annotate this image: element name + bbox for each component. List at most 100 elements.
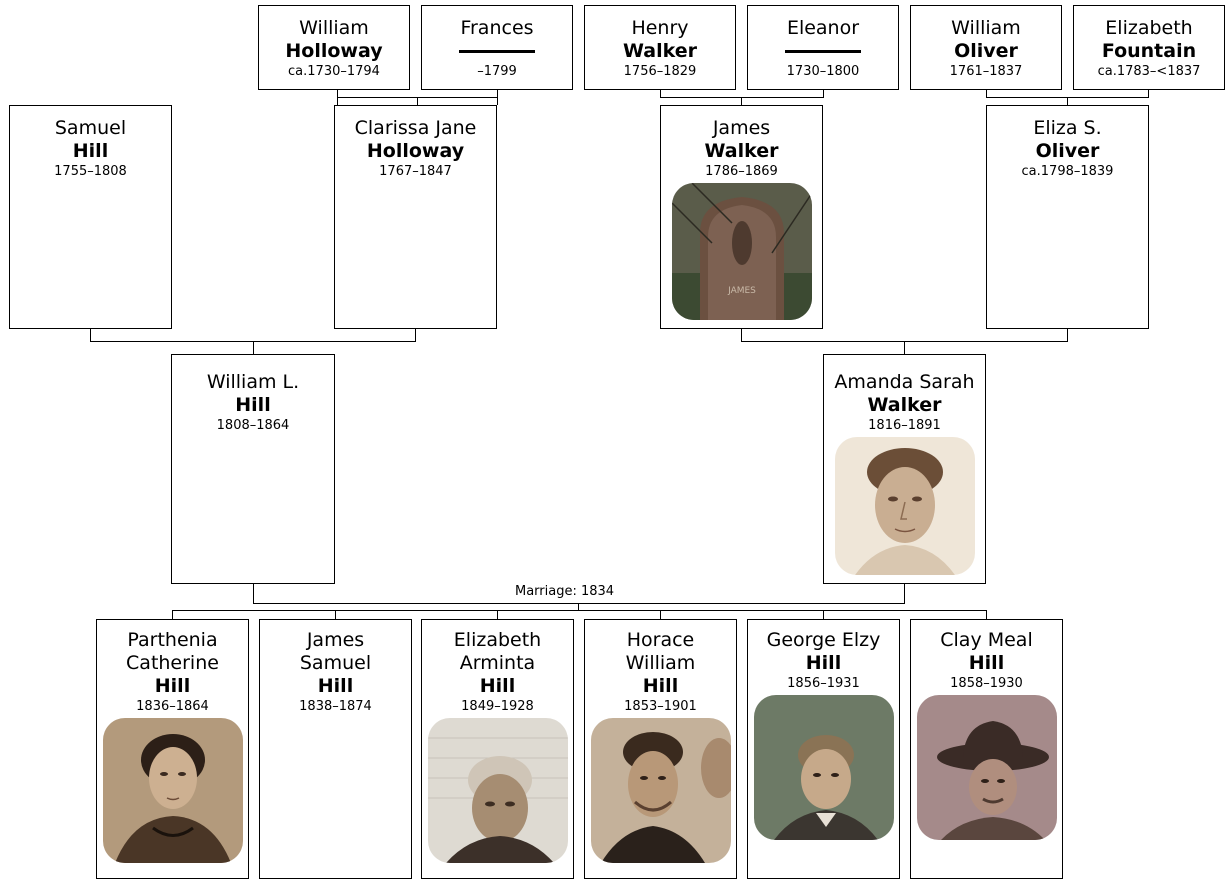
surname: Hill [805,652,842,674]
given-name: William L. [206,371,300,393]
person-box-horace-william-hill[interactable]: Horace William Hill 1853–1901 [584,619,737,879]
life-dates: ca.1783–<1837 [1097,64,1201,79]
person-box-william-oliver[interactable]: William Oliver 1761–1837 [910,5,1062,90]
person-box-elizabeth-arminta-hill[interactable]: Elizabeth Arminta Hill 1849–1928 [421,619,574,879]
portrait-photo[interactable] [427,718,568,863]
connector [253,583,254,604]
unknown-surname-line [748,40,898,63]
connector [986,90,987,98]
person-box-clay-meal-hill[interactable]: Clay Meal Hill 1858–1930 [910,619,1063,879]
life-dates: 1849–1928 [461,699,534,714]
given-name: George Elzy [766,629,881,651]
portrait-photo[interactable] [102,718,243,863]
life-dates: 1853–1901 [624,699,697,714]
life-dates: 1755–1808 [54,164,127,179]
connector [904,341,905,354]
life-dates: 1808–1864 [216,418,290,433]
connector [904,583,905,604]
given-name: Clay Meal [940,629,1033,651]
svg-text:JAMES: JAMES [727,286,756,296]
life-dates: 1838–1874 [299,699,372,714]
life-dates: 1858–1930 [950,676,1023,691]
connector [253,603,905,604]
given-name: Amanda Sarah [834,371,975,393]
gravestone-photo[interactable]: JAMES [671,183,812,320]
given-name: Clarissa Jane [354,117,477,139]
person-box-james-walker[interactable]: James Walker 1786–1869 JAMES [660,105,823,329]
person-box-frances[interactable]: Frances –1799 [421,5,573,90]
person-box-samuel-hill[interactable]: Samuel Hill 1755–1808 [9,105,172,329]
person-box-amanda-sarah-walker[interactable]: Amanda Sarah Walker 1816–1891 [823,354,986,584]
life-dates: 1730–1800 [786,64,860,79]
portrait-photo[interactable] [753,695,894,840]
surname: Holloway [285,40,383,62]
person-box-james-samuel-hill[interactable]: James Samuel Hill 1838–1874 [259,619,412,879]
connector [335,610,336,619]
surname: Hill [235,394,271,416]
person-box-eleanor[interactable]: Eleanor 1730–1800 [747,5,899,90]
given-name: James Samuel [299,629,372,674]
surname: Hill [642,675,679,697]
connector [172,610,987,611]
surname: Hill [317,675,354,697]
given-name: William [299,17,369,39]
given-name: James [712,117,771,139]
life-dates: 1767–1847 [379,164,452,179]
surname: Hill [154,675,191,697]
connector [660,90,661,98]
connector [741,328,742,342]
portrait-photo[interactable] [590,718,731,863]
person-box-eliza-oliver[interactable]: Eliza S. Oliver ca.1798–1839 [986,105,1149,329]
connector [823,610,824,619]
life-dates: 1786–1869 [705,164,778,179]
person-box-william-holloway[interactable]: William Holloway ca.1730–1794 [258,5,410,90]
given-name: Eleanor [786,17,860,39]
surname: Oliver [954,40,1018,62]
portrait-photo[interactable] [834,437,975,575]
person-box-elizabeth-fountain[interactable]: Elizabeth Fountain ca.1783–<1837 [1073,5,1225,90]
connector [1148,90,1149,98]
surname: Holloway [366,140,465,162]
surname: Walker [623,40,697,62]
given-name: Horace William [625,629,696,674]
life-dates: ca.1730–1794 [288,64,380,79]
given-name: Eliza S. [1033,117,1102,139]
connector [986,610,987,619]
given-name: Elizabeth [1105,17,1193,39]
connector [660,610,661,619]
given-name: Elizabeth Arminta [453,629,542,674]
person-box-henry-walker[interactable]: Henry Walker 1756–1829 [584,5,736,90]
connector [823,90,824,98]
surname: Walker [704,140,779,162]
surname: Walker [867,394,942,416]
connector [417,97,418,105]
connector [1067,97,1068,105]
life-dates: ca.1798–1839 [1021,164,1114,179]
surname: Oliver [1035,140,1100,162]
life-dates: –1799 [477,64,517,79]
given-name: Samuel [54,117,127,139]
portrait-photo[interactable] [916,695,1057,840]
connector [1067,328,1068,342]
person-box-parthenia-catherine-hill[interactable]: Parthenia Catherine Hill 1836–1864 [96,619,249,879]
unknown-surname-line [422,40,572,63]
connector [497,90,498,105]
given-name: Henry [631,17,689,39]
given-name: William [951,17,1021,39]
life-dates: 1761–1837 [949,64,1023,79]
person-box-clarissa-jane-holloway[interactable]: Clarissa Jane Holloway 1767–1847 [334,105,497,329]
connector [578,603,579,611]
surname: Hill [479,675,516,697]
person-box-william-l-hill[interactable]: William L. Hill 1808–1864 [171,354,335,584]
connector [253,341,254,354]
life-dates: 1836–1864 [136,699,209,714]
person-box-george-elzy-hill[interactable]: George Elzy Hill 1856–1931 [747,619,900,879]
surname: Hill [72,140,109,162]
life-dates: 1816–1891 [868,418,941,433]
surname: Hill [968,652,1005,674]
given-name: Parthenia Catherine [126,629,219,674]
connector [415,328,416,342]
connector [741,97,742,105]
marriage-label: Marriage: 1834 [513,584,617,600]
connector [90,328,91,342]
